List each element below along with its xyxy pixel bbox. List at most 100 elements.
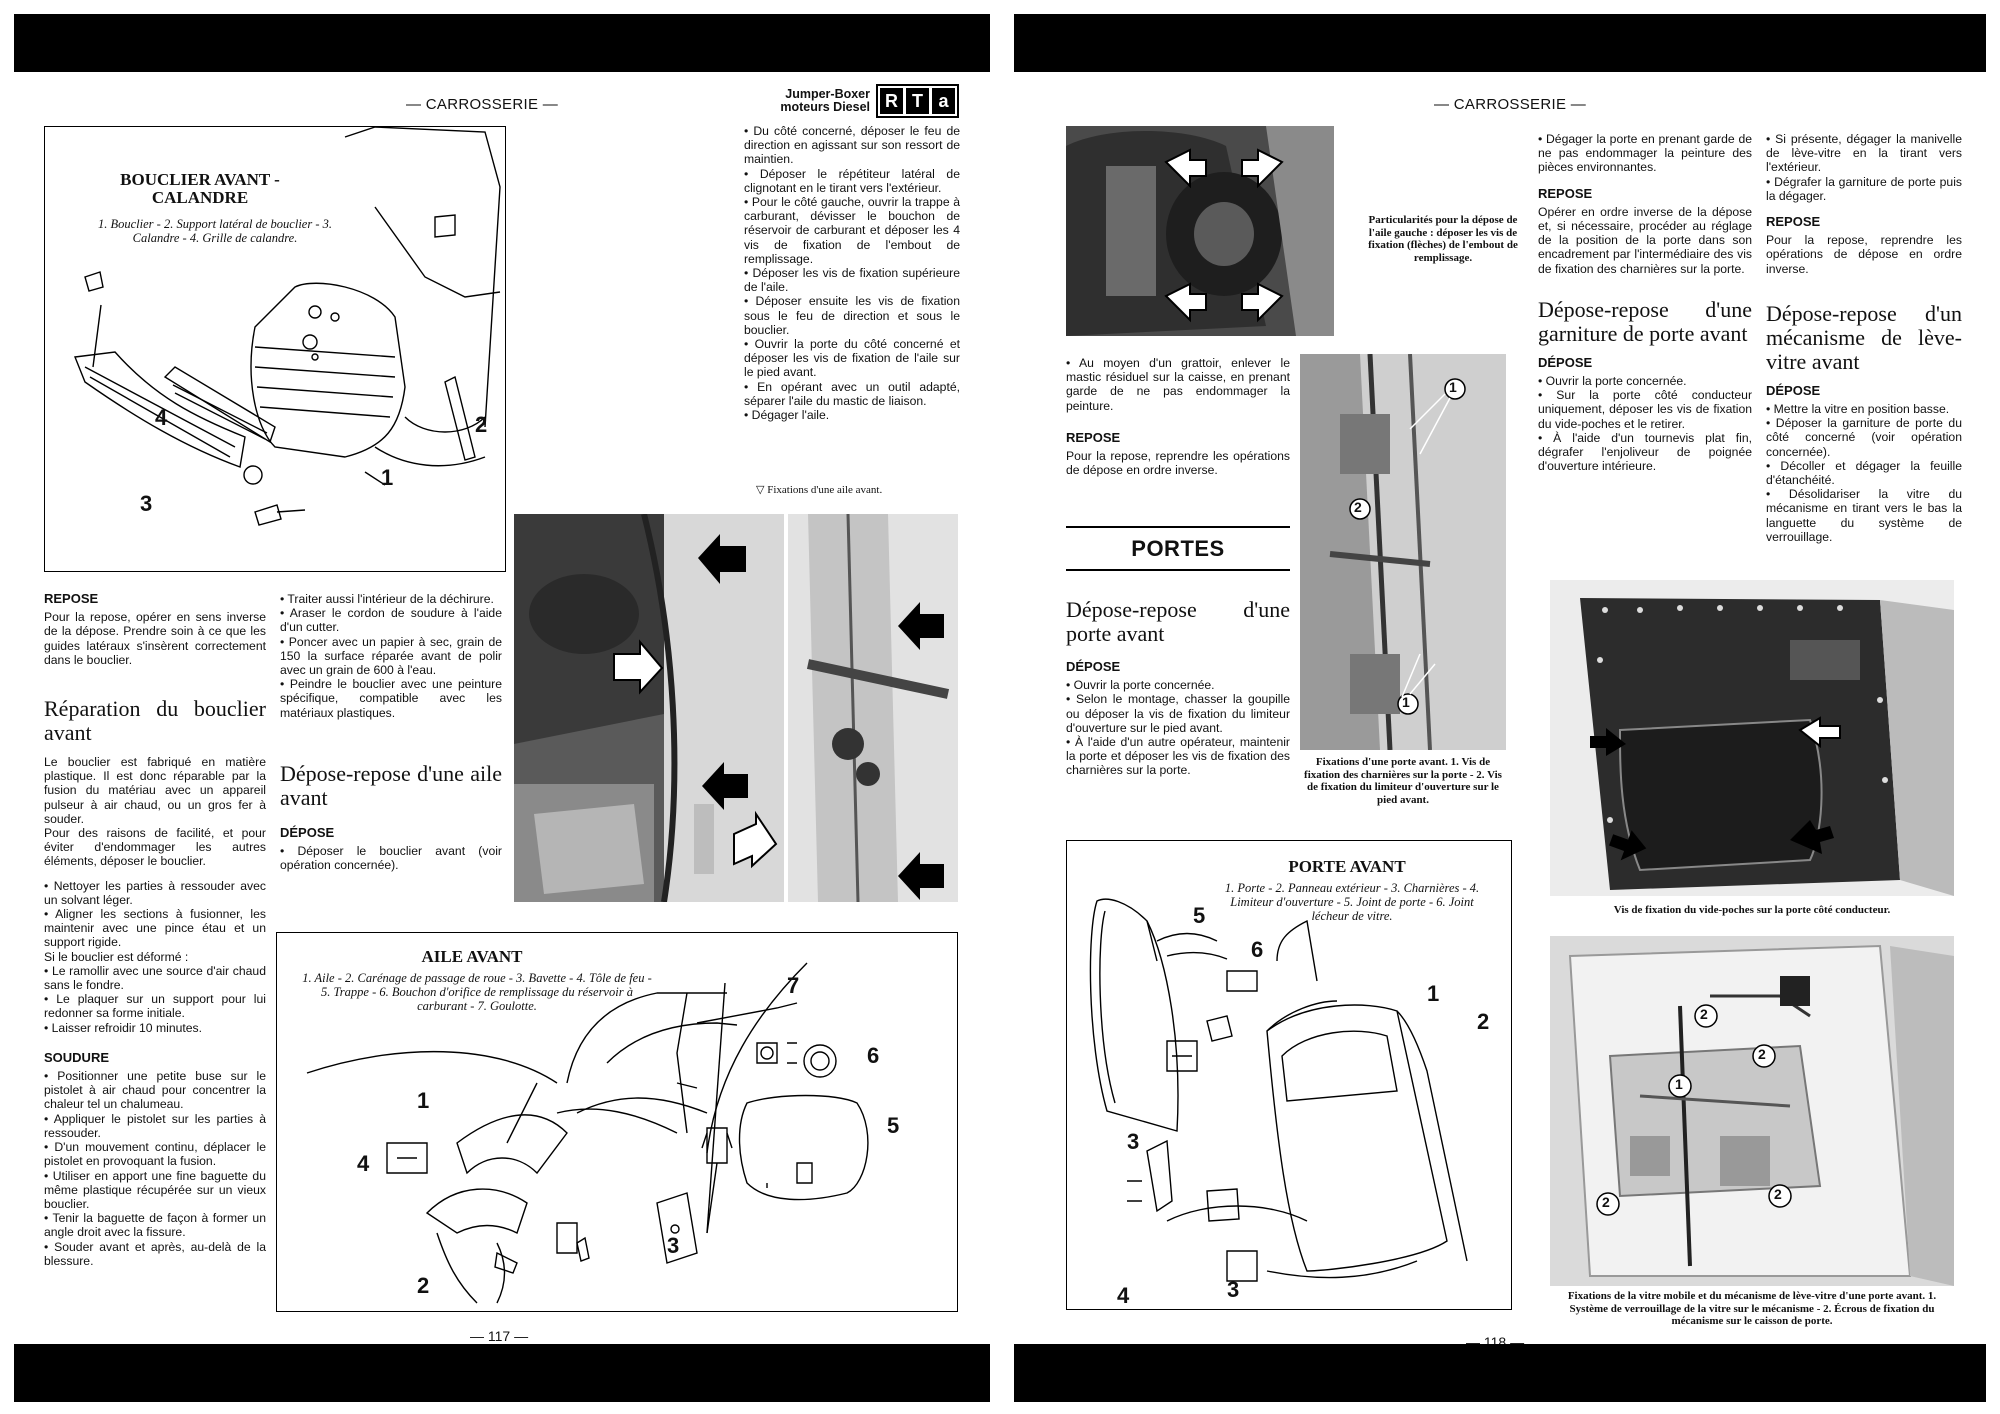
section-heading-repose: REPOSE (1066, 429, 1121, 445)
rta-logo: R T a (876, 84, 959, 118)
callout-1: 1 (1675, 1076, 1683, 1092)
callout-2: 2 (475, 412, 488, 437)
caption-text: Fixations d'une aile avant. (767, 484, 883, 496)
section-title-porte: Dépose-repose d'une porte avant (1066, 597, 1290, 646)
bumper-line-drawing (74, 127, 501, 526)
section-title-portes: PORTES (1131, 536, 1225, 561)
callout-4: 4 (1117, 1283, 1130, 1308)
text-column-2: • Traiter aussi l'intérieur de la déchir… (280, 592, 502, 872)
bullet: • Ouvrir la porte concernée. (1066, 678, 1215, 693)
top-black-band (14, 14, 990, 72)
callout-1: 1 (381, 465, 394, 490)
rta-letter-t: T (906, 88, 929, 114)
step: • Déposer les vis de fixation supérieure… (744, 266, 960, 295)
callout-2: 2 (1477, 1009, 1490, 1034)
callout-6: 6 (867, 1043, 880, 1068)
step: • Dégager l'aile. (744, 408, 830, 423)
callout-2c: 2 (1602, 1194, 1610, 1210)
figure-legend: 1. Porte - 2. Panneau extérieur - 3. Cha… (1224, 881, 1480, 923)
page-117: — CARROSSERIE — Jumper-Boxer moteurs Die… (14, 14, 990, 1402)
section-title-aile: Dépose-repose d'une aile avant (280, 760, 502, 810)
photo-embout-remplissage (1066, 126, 1334, 336)
rta-letter-a: a (932, 88, 955, 114)
page-header: — CARROSSERIE — (1434, 96, 1587, 113)
photo-leve-vitre: 2 2 1 2 2 (1550, 936, 1954, 1286)
text-column-1: REPOSE Pour la repose, opérer en sens in… (44, 591, 266, 1268)
figure-aile-avant: AILE AVANT 1. Aile - 2. Carénage de pass… (276, 932, 958, 1312)
figure-title: BOUCLIER AVANT - CALANDRE (120, 170, 280, 207)
callout-6: 6 (1251, 937, 1264, 962)
logo-text: Jumper-Boxer moteurs Diesel (780, 87, 870, 114)
rule-bottom (1066, 569, 1290, 571)
callout-7: 7 (787, 973, 800, 998)
callout-2: 2 (417, 1273, 430, 1298)
section-heading-depose: DÉPOSE (1538, 354, 1593, 370)
bullet: • Ouvrir la porte concernée. (1538, 374, 1687, 389)
bullet: • À l'aide d'un tournevis plat fin, dégr… (1538, 430, 1752, 474)
callout-3-bottom: 3 (1227, 1277, 1240, 1302)
bullet: • Traiter aussi l'intérieur de la déchir… (280, 592, 494, 606)
caption-triangle-icon: ▽ (756, 484, 765, 496)
bullet: • Araser le cordon de soudure à l'aide d… (280, 606, 502, 635)
step: • Pour le côté gauche, ouvrir la trappe … (744, 195, 960, 266)
bullet: • Si présente, dégager la manivelle de l… (1766, 132, 1962, 175)
section-heading-soudure: SOUDURE (44, 1049, 110, 1065)
step: • Déposer le répétiteur latéral de clign… (744, 166, 960, 195)
bullet: Si le bouclier est déformé : (44, 949, 189, 964)
photo2-caption: Fixations d'une porte avant. 1. Vis de f… (1304, 756, 1502, 806)
section-title-mecanisme: Dépose-repose d'un mécanisme de lève-vit… (1766, 300, 1962, 374)
callout-5: 5 (887, 1113, 900, 1138)
text-depose-porte: Dépose-repose d'une porte avant DÉPOSE •… (1066, 598, 1290, 778)
bottom-black-band (1014, 1344, 1986, 1402)
page-header: — CARROSSERIE — (406, 96, 559, 113)
page-118: — CARROSSERIE — Particularités pour la d… (1014, 14, 1986, 1402)
photo-aile-fixations-1 (514, 514, 784, 902)
paragraph: Pour des raisons de facilité, et pour év… (44, 826, 266, 869)
callout-2: 2 (1354, 499, 1362, 515)
bullet: • Aligner les sections à fusionner, les … (44, 907, 266, 950)
bottom-black-band (14, 1344, 990, 1402)
photo-vide-poches (1550, 580, 1954, 896)
figure-title: AILE AVANT (421, 947, 523, 966)
callout-1-top: 1 (1449, 379, 1457, 395)
section-heading-depose: DÉPOSE (1066, 659, 1121, 674)
photo1-caption: Particularités pour la dépose de l'aile … (1368, 214, 1518, 264)
section-title-garniture: Dépose-repose d'une garniture de porte a… (1538, 296, 1752, 346)
bullet: • Mettre la vitre en position basse. (1766, 402, 1950, 417)
bullet: • Poncer avec un papier à sec, grain de … (280, 634, 502, 678)
photo-aile-fixations-2 (788, 514, 958, 902)
paragraph: Pour la repose, reprendre les opérations… (1066, 449, 1290, 478)
bullet: • Le ramollir avec une source d'air chau… (44, 963, 266, 993)
figure-porte-avant: PORTE AVANT 1. Porte - 2. Panneau extéri… (1066, 840, 1512, 1310)
callout-4: 4 (357, 1151, 370, 1176)
bullet: • Le plaquer sur un support pour lui red… (44, 992, 266, 1021)
bullet: • Dégager la porte en prenant garde de n… (1538, 132, 1752, 175)
paragraph: Opérer en ordre inverse de la dépose et,… (1538, 204, 1752, 276)
door-line-drawing (1089, 898, 1468, 1282)
section-heading-depose: DÉPOSE (1766, 382, 1821, 398)
step: • Du côté concerné, déposer le feu de di… (744, 124, 960, 167)
section-heading-repose: REPOSE (1766, 214, 1821, 230)
text-depose-aile-steps: • Du côté concerné, déposer le feu de di… (744, 124, 960, 422)
top-black-band (1014, 14, 1986, 72)
bullet: • Sur la porte côté conducteur uniquemen… (1538, 388, 1752, 431)
bullet: • Nettoyer les parties à ressouder avec … (44, 878, 266, 907)
figure-title: PORTE AVANT (1288, 857, 1406, 876)
rta-letter-r: R (880, 88, 903, 114)
text-column-3: • Si présente, dégager la manivelle de l… (1766, 132, 1962, 544)
callout-2b: 2 (1758, 1046, 1766, 1062)
bullet: • Décoller et dégager la feuille d'étanc… (1766, 458, 1962, 488)
paragraph: Pour la repose, reprendre les opérations… (1766, 233, 1962, 276)
bullet: • Selon le montage, chasser la goupille … (1066, 692, 1290, 735)
photo3-caption: Vis de fixation du vide-poches sur la po… (1613, 904, 1891, 916)
callout-3-top: 3 (1127, 1129, 1140, 1154)
bullet: • Tenir la baguette de façon à former un… (44, 1211, 266, 1240)
callout-4: 4 (155, 405, 168, 430)
text-col1-top: • Au moyen d'un grattoir, enlever le mas… (1066, 356, 1290, 477)
callout-5: 5 (1193, 903, 1206, 928)
photo4-caption: Fixations de la vitre mobile et du mécan… (1567, 1290, 1937, 1327)
step: • En opérant avec un outil adapté, sépar… (744, 379, 960, 408)
bullet: • Peindre le bouclier avec une peinture … (280, 677, 502, 720)
section-heading-repose: REPOSE (1538, 185, 1593, 201)
